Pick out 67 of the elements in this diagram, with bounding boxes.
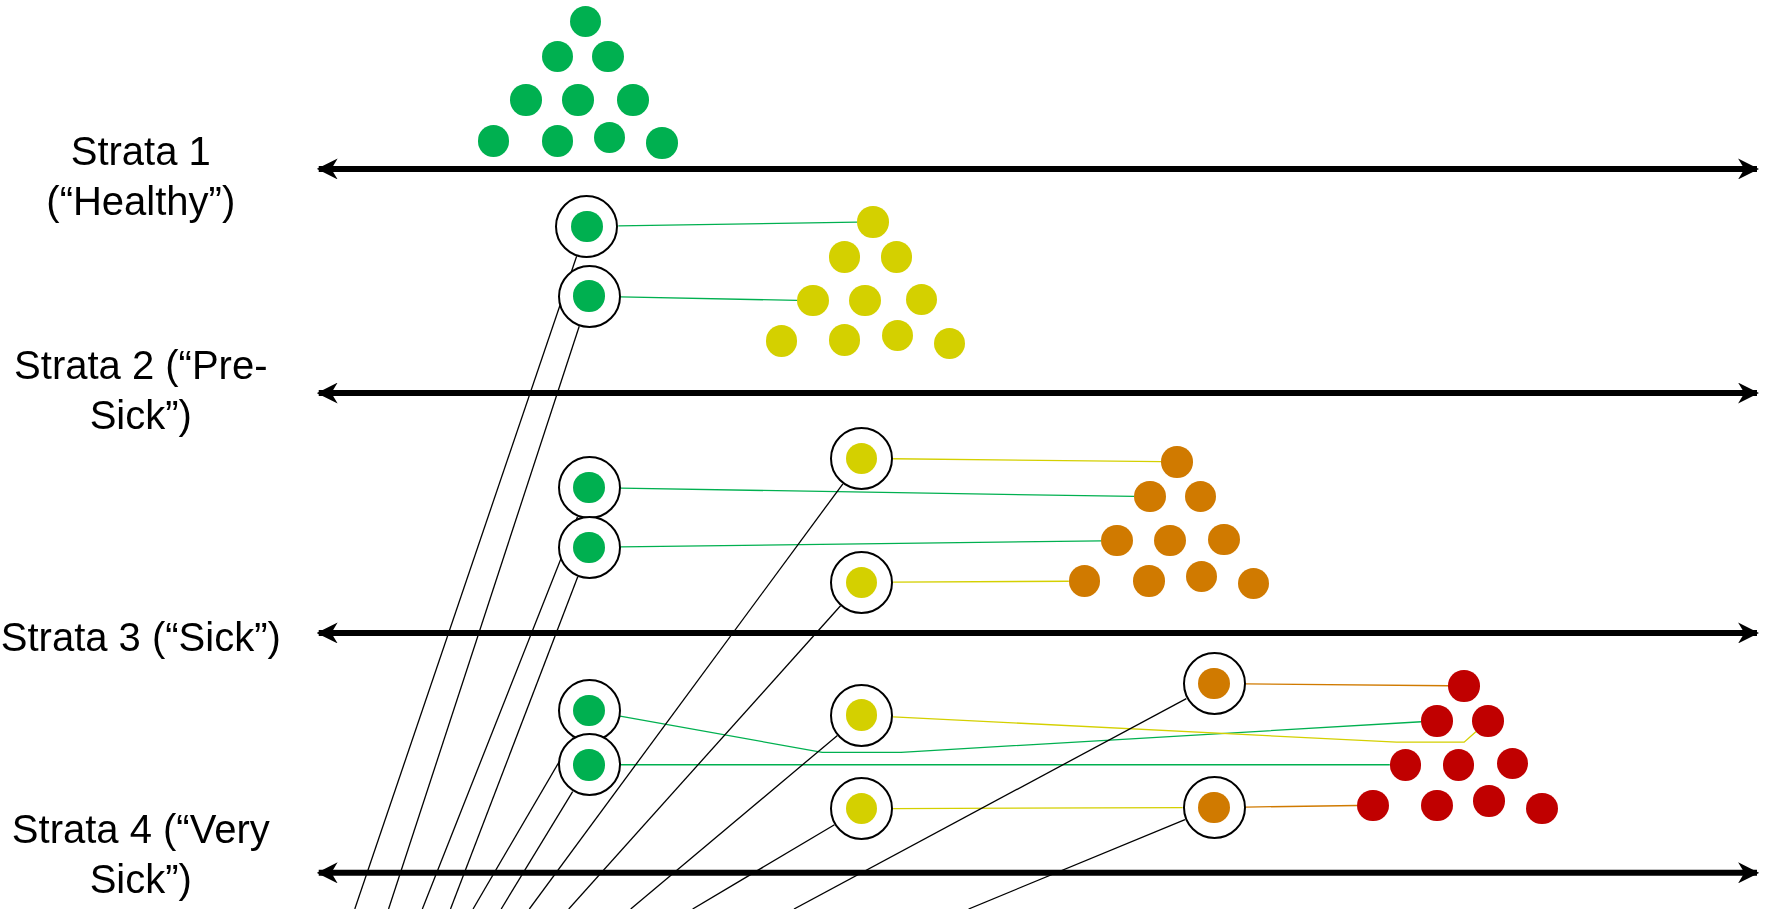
connector-line	[421, 516, 579, 909]
dot	[617, 84, 649, 116]
connector-line	[387, 325, 580, 909]
strata-label: Strata 3 (“Sick”)	[0, 614, 282, 662]
dot	[541, 40, 574, 73]
dot	[477, 125, 510, 157]
dot	[765, 325, 798, 357]
dot	[933, 327, 966, 360]
dot	[1442, 748, 1475, 781]
strata-label: Strata 4 (“Very Sick”)	[10, 805, 271, 903]
connector-line	[500, 791, 574, 909]
connector-line	[619, 764, 1391, 766]
connector-line	[692, 824, 836, 909]
strata-label: Strata 2 (“Pre-Sick”)	[13, 341, 269, 439]
dot	[828, 241, 861, 273]
dot	[1357, 789, 1389, 822]
dot	[562, 84, 594, 116]
strata-label: Strata 1 (“Healthy”)	[45, 127, 237, 225]
connector-line	[630, 734, 839, 909]
dot	[1472, 705, 1504, 737]
connector-line	[619, 540, 1103, 548]
dot	[1526, 792, 1558, 825]
connector-line	[892, 458, 1162, 463]
connector-line	[449, 576, 579, 909]
dot	[1389, 748, 1422, 781]
dot	[1161, 446, 1193, 478]
connector-line	[528, 483, 844, 909]
dot	[1421, 705, 1453, 737]
dot	[1448, 670, 1480, 702]
dot	[797, 284, 829, 317]
dot	[849, 284, 881, 317]
connector-line	[1245, 804, 1358, 808]
dot	[1208, 523, 1240, 556]
connector-line	[619, 487, 1135, 498]
dot	[880, 241, 913, 273]
dot	[905, 283, 938, 316]
dot	[1133, 565, 1165, 597]
dot	[1421, 789, 1453, 822]
dot	[1185, 560, 1218, 593]
connector-line	[619, 296, 799, 302]
dot	[1134, 480, 1166, 513]
connector-line	[892, 580, 1070, 583]
connector-line	[892, 716, 1477, 743]
dot	[593, 121, 626, 154]
dot	[1473, 785, 1505, 817]
connector-line	[892, 807, 1184, 810]
connector-line	[793, 697, 1187, 909]
circled-dot	[557, 733, 621, 797]
dot	[1154, 524, 1186, 557]
dot	[881, 319, 914, 352]
connector-line	[967, 818, 1186, 909]
connector-line	[617, 221, 858, 227]
dot	[857, 206, 889, 238]
dot	[510, 84, 542, 116]
dot	[1101, 524, 1133, 557]
dot	[1496, 747, 1529, 780]
connector-line	[619, 715, 1423, 753]
dot	[569, 5, 602, 38]
dot	[646, 127, 678, 159]
dot	[828, 324, 861, 356]
dot	[592, 40, 624, 73]
connector-line	[568, 605, 842, 909]
dot	[541, 125, 574, 157]
dot	[1068, 565, 1101, 597]
connector-line	[1245, 683, 1450, 687]
dot	[1184, 480, 1217, 513]
dot	[1237, 567, 1270, 600]
